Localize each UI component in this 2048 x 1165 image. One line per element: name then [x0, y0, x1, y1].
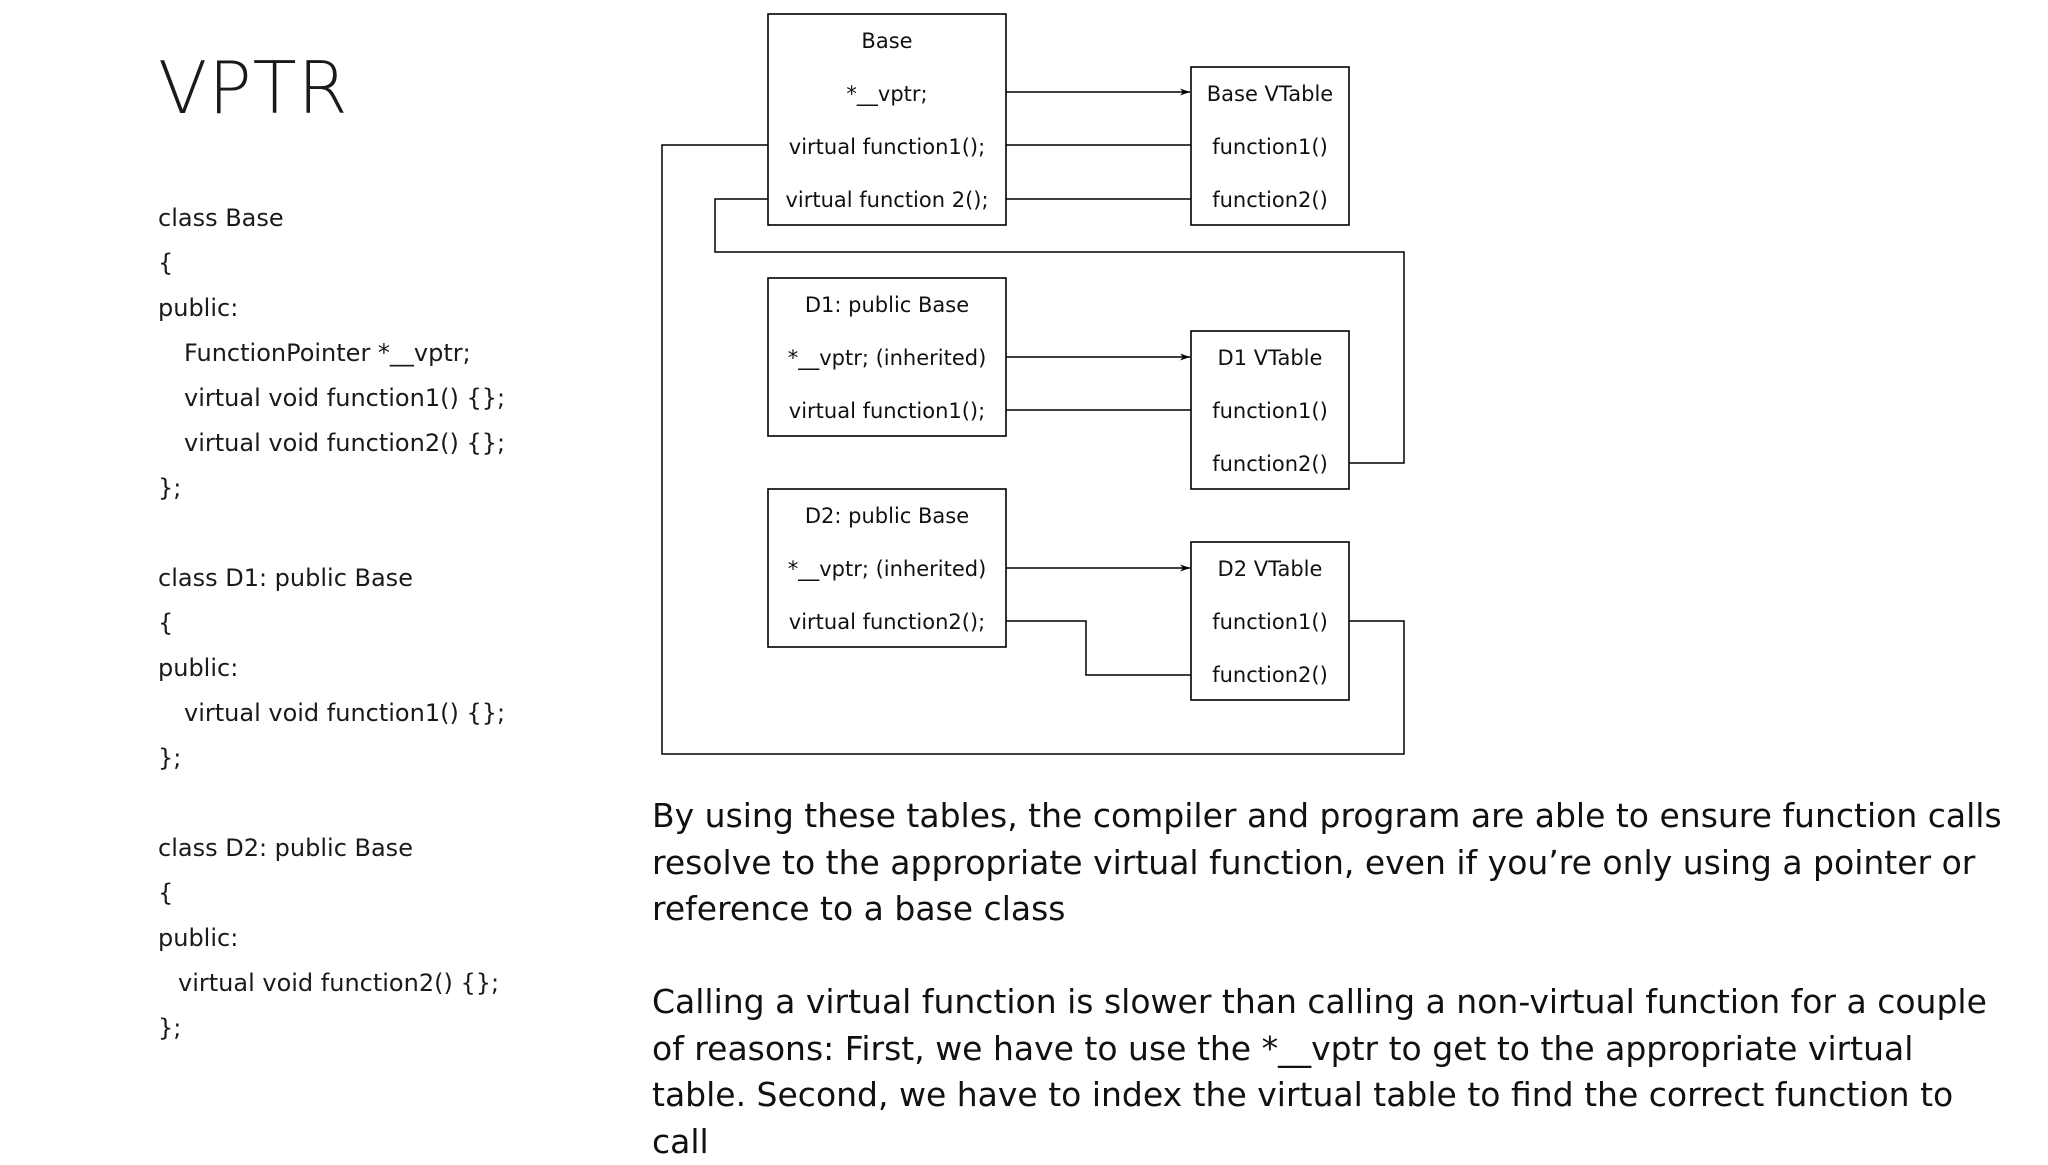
d1-class-box: D1: public Base *__vptr; (inherited) vir… — [767, 277, 1007, 437]
code-line: }; — [158, 1014, 182, 1042]
d1-vtable-title: D1 VTable — [1218, 346, 1323, 370]
d2-class-fn2: virtual function2(); — [789, 610, 985, 634]
base-class-fn2: virtual function 2(); — [785, 188, 988, 212]
base-vtable-title: Base VTable — [1207, 82, 1333, 106]
d1-vtable-fn2: function2() — [1212, 452, 1328, 476]
code-line: virtual void function2() {}; — [178, 969, 500, 997]
code-line: { — [158, 609, 174, 637]
base-vtable-fn2: function2() — [1212, 188, 1328, 212]
d2-class-box: D2: public Base *__vptr; (inherited) vir… — [767, 488, 1007, 648]
explanation-paragraph-tables: By using these tables, the compiler and … — [652, 796, 2002, 928]
code-line: class D1: public Base — [158, 564, 413, 592]
code-listing: class Base { public: FunctionPointer *__vpt… — [158, 196, 505, 1051]
code-line: virtual void function1() {}; — [184, 384, 506, 412]
code-line: public: — [158, 924, 239, 952]
explanation-paragraph-performance: Calling a virtual function is slower tha… — [652, 982, 1987, 1161]
base-class-title: Base — [861, 29, 912, 53]
base-vtable-box: Base VTable function1() function2() — [1190, 66, 1350, 226]
connectors — [661, 88, 1405, 755]
code-line: public: — [158, 294, 239, 322]
d2-vtable-box: D2 VTable function1() function2() — [1190, 541, 1350, 701]
d1-vtable-fn1: function1() — [1212, 399, 1328, 423]
base-class-box: Base *__vptr; virtual function1(); virtu… — [767, 13, 1007, 226]
arrow-d1-vtable-fn2-to-base-fn2 — [714, 195, 1405, 464]
d2-vtable-title: D2 VTable — [1218, 557, 1323, 581]
arrow-d2-vtable-fn1-to-base-fn1 — [661, 141, 1405, 755]
code-line: { — [158, 879, 174, 907]
code-line: }; — [158, 744, 182, 772]
d2-vtable-fn2: function2() — [1212, 663, 1328, 687]
base-class-vptr: *__vptr; — [846, 82, 927, 107]
d1-class-fn1: virtual function1(); — [789, 399, 985, 423]
slide-title: VPTR — [158, 46, 349, 130]
code-line: public: — [158, 654, 239, 682]
d2-vtable-fn1: function1() — [1212, 610, 1328, 634]
code-line: }; — [158, 474, 182, 502]
code-line: { — [158, 249, 174, 277]
code-line: class D2: public Base — [158, 834, 413, 862]
d1-class-title: D1: public Base — [805, 293, 969, 317]
d2-class-vptr: *__vptr; (inherited) — [788, 557, 987, 582]
d1-class-vptr: *__vptr; (inherited) — [788, 346, 987, 371]
code-line: FunctionPointer *__vptr; — [184, 339, 471, 367]
code-line: virtual void function1() {}; — [184, 699, 506, 727]
code-line: class Base — [158, 204, 284, 232]
base-class-fn1: virtual function1(); — [789, 135, 985, 159]
code-line: virtual void function2() {}; — [184, 429, 506, 457]
d2-class-title: D2: public Base — [805, 504, 969, 528]
d1-vtable-box: D1 VTable function1() function2() — [1190, 330, 1350, 490]
arrow-d2-vtable-fn2-to-d2-fn2 — [984, 617, 1204, 676]
base-vtable-fn1: function1() — [1212, 135, 1328, 159]
